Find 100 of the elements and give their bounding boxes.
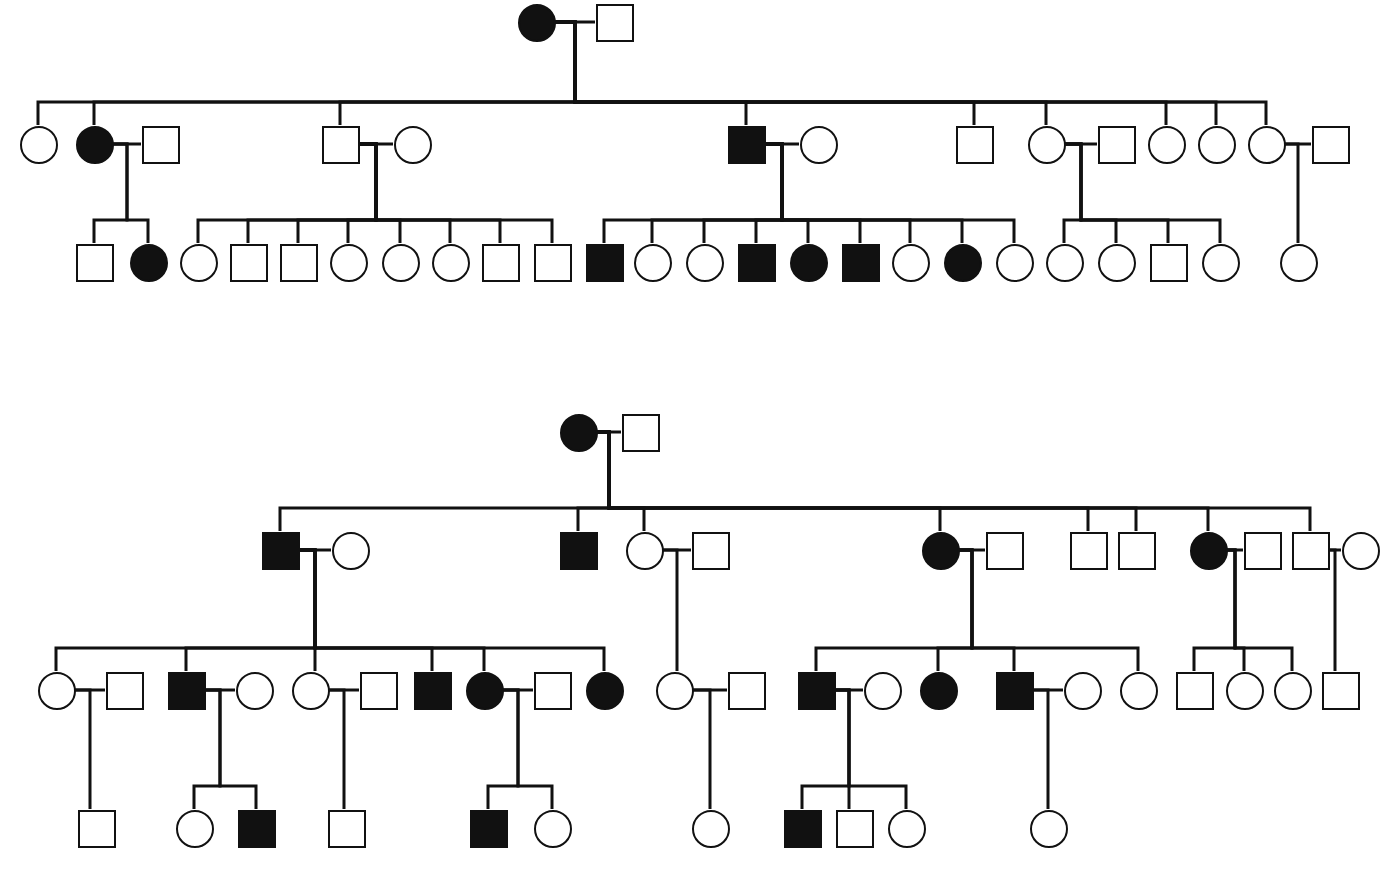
- circle-symbol: [291, 671, 329, 709]
- filled-circle-symbol: [789, 243, 827, 281]
- connector-line: [113, 142, 150, 243]
- connector-line: [205, 688, 258, 809]
- circle-symbol: [533, 809, 571, 847]
- square-symbol: [835, 809, 873, 847]
- filled-circle-symbol: [517, 3, 555, 41]
- circle-symbol: [995, 243, 1033, 281]
- circle-symbol: [1225, 671, 1263, 709]
- connector-line: [1329, 548, 1337, 671]
- circle-symbol: [235, 671, 273, 709]
- connector-line: [959, 548, 1140, 671]
- filled-square-symbol: [797, 671, 835, 709]
- filled-square-symbol: [469, 809, 507, 847]
- circle-symbol: [685, 243, 723, 281]
- connector-line: [765, 142, 1016, 243]
- circle-symbol: [863, 671, 901, 709]
- circle-symbol: [887, 809, 925, 847]
- square-symbol: [279, 243, 317, 281]
- circle-symbol: [1027, 125, 1065, 163]
- circle-symbol: [1273, 671, 1311, 709]
- square-symbol: [1117, 531, 1155, 569]
- connector-line: [359, 142, 554, 243]
- circle-symbol: [1247, 125, 1285, 163]
- circle-symbol: [1201, 243, 1239, 281]
- filled-circle-symbol: [943, 243, 981, 281]
- circle-symbol: [625, 531, 663, 569]
- circle-symbol: [393, 125, 431, 163]
- square-symbol: [621, 413, 659, 451]
- circle-symbol: [19, 125, 57, 163]
- square-symbol: [359, 671, 397, 709]
- circle-symbol: [1341, 531, 1379, 569]
- square-symbol: [1321, 671, 1359, 709]
- filled-square-symbol: [995, 671, 1033, 709]
- circle-symbol: [799, 125, 837, 163]
- connector-line: [1065, 142, 1222, 243]
- circle-symbol: [175, 809, 213, 847]
- filled-circle-symbol: [465, 671, 503, 709]
- circle-symbol: [1029, 809, 1067, 847]
- square-symbol: [1149, 243, 1187, 281]
- circle-symbol: [1279, 243, 1317, 281]
- square-symbol: [691, 531, 729, 569]
- circle-symbol: [691, 809, 729, 847]
- filled-square-symbol: [783, 809, 821, 847]
- filled-square-symbol: [261, 531, 299, 569]
- filled-square-symbol: [559, 531, 597, 569]
- connector-line: [299, 548, 606, 671]
- square-symbol: [1243, 531, 1281, 569]
- square-symbol: [141, 125, 179, 163]
- filled-circle-symbol: [921, 531, 959, 569]
- square-symbol: [1311, 125, 1349, 163]
- filled-circle-symbol: [1189, 531, 1227, 569]
- circle-symbol: [1045, 243, 1083, 281]
- circle-symbol: [633, 243, 671, 281]
- filled-square-symbol: [237, 809, 275, 847]
- filled-circle-symbol: [75, 125, 113, 163]
- circle-symbol: [655, 671, 693, 709]
- filled-square-symbol: [585, 243, 623, 281]
- filled-square-symbol: [727, 125, 765, 163]
- square-symbol: [321, 125, 359, 163]
- circle-symbol: [1063, 671, 1101, 709]
- connector-line: [329, 688, 346, 809]
- circle-symbol: [37, 671, 75, 709]
- circle-symbol: [1097, 243, 1135, 281]
- circle-symbol: [381, 243, 419, 281]
- filled-circle-symbol: [585, 671, 623, 709]
- square-symbol: [1175, 671, 1213, 709]
- square-symbol: [77, 809, 115, 847]
- filled-square-symbol: [737, 243, 775, 281]
- filled-circle-symbol: [559, 413, 597, 451]
- circle-symbol: [891, 243, 929, 281]
- connector-line: [503, 688, 554, 809]
- circle-symbol: [1147, 125, 1185, 163]
- circle-symbol: [1197, 125, 1235, 163]
- circle-symbol: [331, 531, 369, 569]
- square-symbol: [985, 531, 1023, 569]
- square-symbol: [105, 671, 143, 709]
- connector-line: [663, 548, 679, 671]
- square-symbol: [1069, 531, 1107, 569]
- connector-line: [693, 688, 712, 809]
- square-symbol: [1291, 531, 1329, 569]
- square-symbol: [327, 809, 365, 847]
- connector-line: [835, 688, 908, 809]
- square-symbol: [481, 243, 519, 281]
- square-symbol: [595, 3, 633, 41]
- connector-line: [1033, 688, 1050, 809]
- square-symbol: [533, 243, 571, 281]
- connector-line: [1285, 142, 1300, 243]
- square-symbol: [229, 243, 267, 281]
- square-symbol: [75, 243, 113, 281]
- circle-symbol: [329, 243, 367, 281]
- circle-symbol: [1119, 671, 1157, 709]
- circle-symbol: [179, 243, 217, 281]
- filled-square-symbol: [841, 243, 879, 281]
- square-symbol: [727, 671, 765, 709]
- square-symbol: [533, 671, 571, 709]
- filled-square-symbol: [167, 671, 205, 709]
- connector-line: [1227, 548, 1294, 671]
- connector-line: [75, 688, 92, 809]
- filled-square-symbol: [413, 671, 451, 709]
